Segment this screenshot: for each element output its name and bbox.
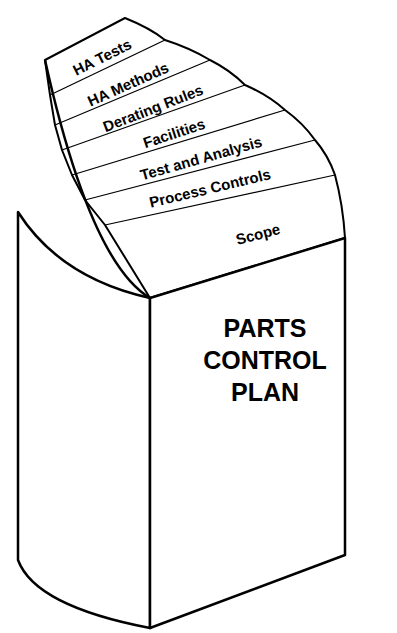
book-spine: [18, 212, 150, 628]
cover-title-panel: PARTS CONTROL PLAN: [200, 312, 330, 408]
label-text: PARTS CONTROL PLAN: [200, 312, 330, 408]
book-cover: [150, 238, 345, 628]
